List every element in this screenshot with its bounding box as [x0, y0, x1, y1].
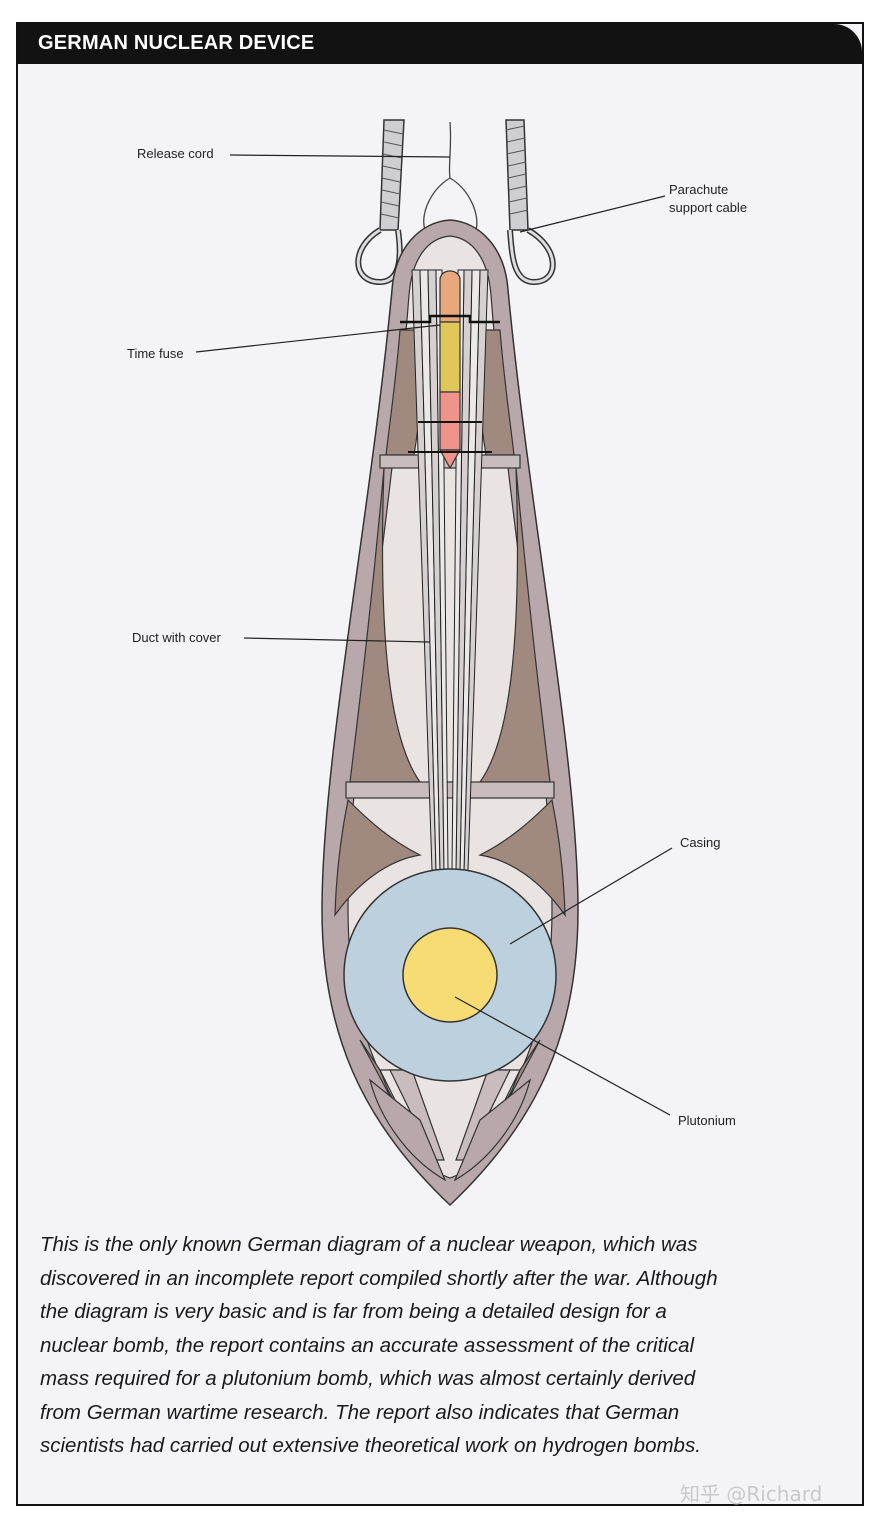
label-parachute-line1: Parachute: [669, 182, 728, 197]
caption-line: from German wartime research. The report…: [40, 1400, 680, 1424]
caption-line: discovered in an incomplete report compi…: [40, 1266, 718, 1290]
caption-line: scientists had carried out extensive the…: [40, 1434, 701, 1457]
label-casing: Casing: [680, 835, 720, 850]
label-time-fuse: Time fuse: [127, 346, 184, 361]
leader-lines: [195, 154, 673, 1116]
title-bar: GERMAN NUCLEAR DEVICE: [18, 24, 862, 64]
caption-line: This is the only known German diagram of…: [40, 1233, 698, 1256]
label-plutonium: Plutonium: [678, 1113, 736, 1128]
caption: This is the only known German diagram of…: [40, 1228, 830, 1463]
watermark: 知乎 @Richard: [680, 1482, 823, 1506]
bomb-diagram: Release cord Parachute support cable Tim…: [127, 119, 747, 1207]
release-cord: [423, 121, 478, 231]
caption-line: mass required for a plutonium bomb, whic…: [40, 1367, 696, 1390]
label-duct: Duct with cover: [132, 630, 222, 645]
bracing-struts: [334, 329, 566, 1182]
label-parachute-line2: support cable: [669, 200, 747, 215]
plutonium-core: [402, 927, 498, 1023]
caption-line: the diagram is very basic and is far fro…: [40, 1300, 667, 1323]
caption-line: nuclear bomb, the report contains an acc…: [40, 1333, 695, 1357]
page-title: GERMAN NUCLEAR DEVICE: [38, 32, 315, 54]
label-release-cord: Release cord: [137, 146, 214, 161]
time-fuse: [400, 270, 500, 470]
